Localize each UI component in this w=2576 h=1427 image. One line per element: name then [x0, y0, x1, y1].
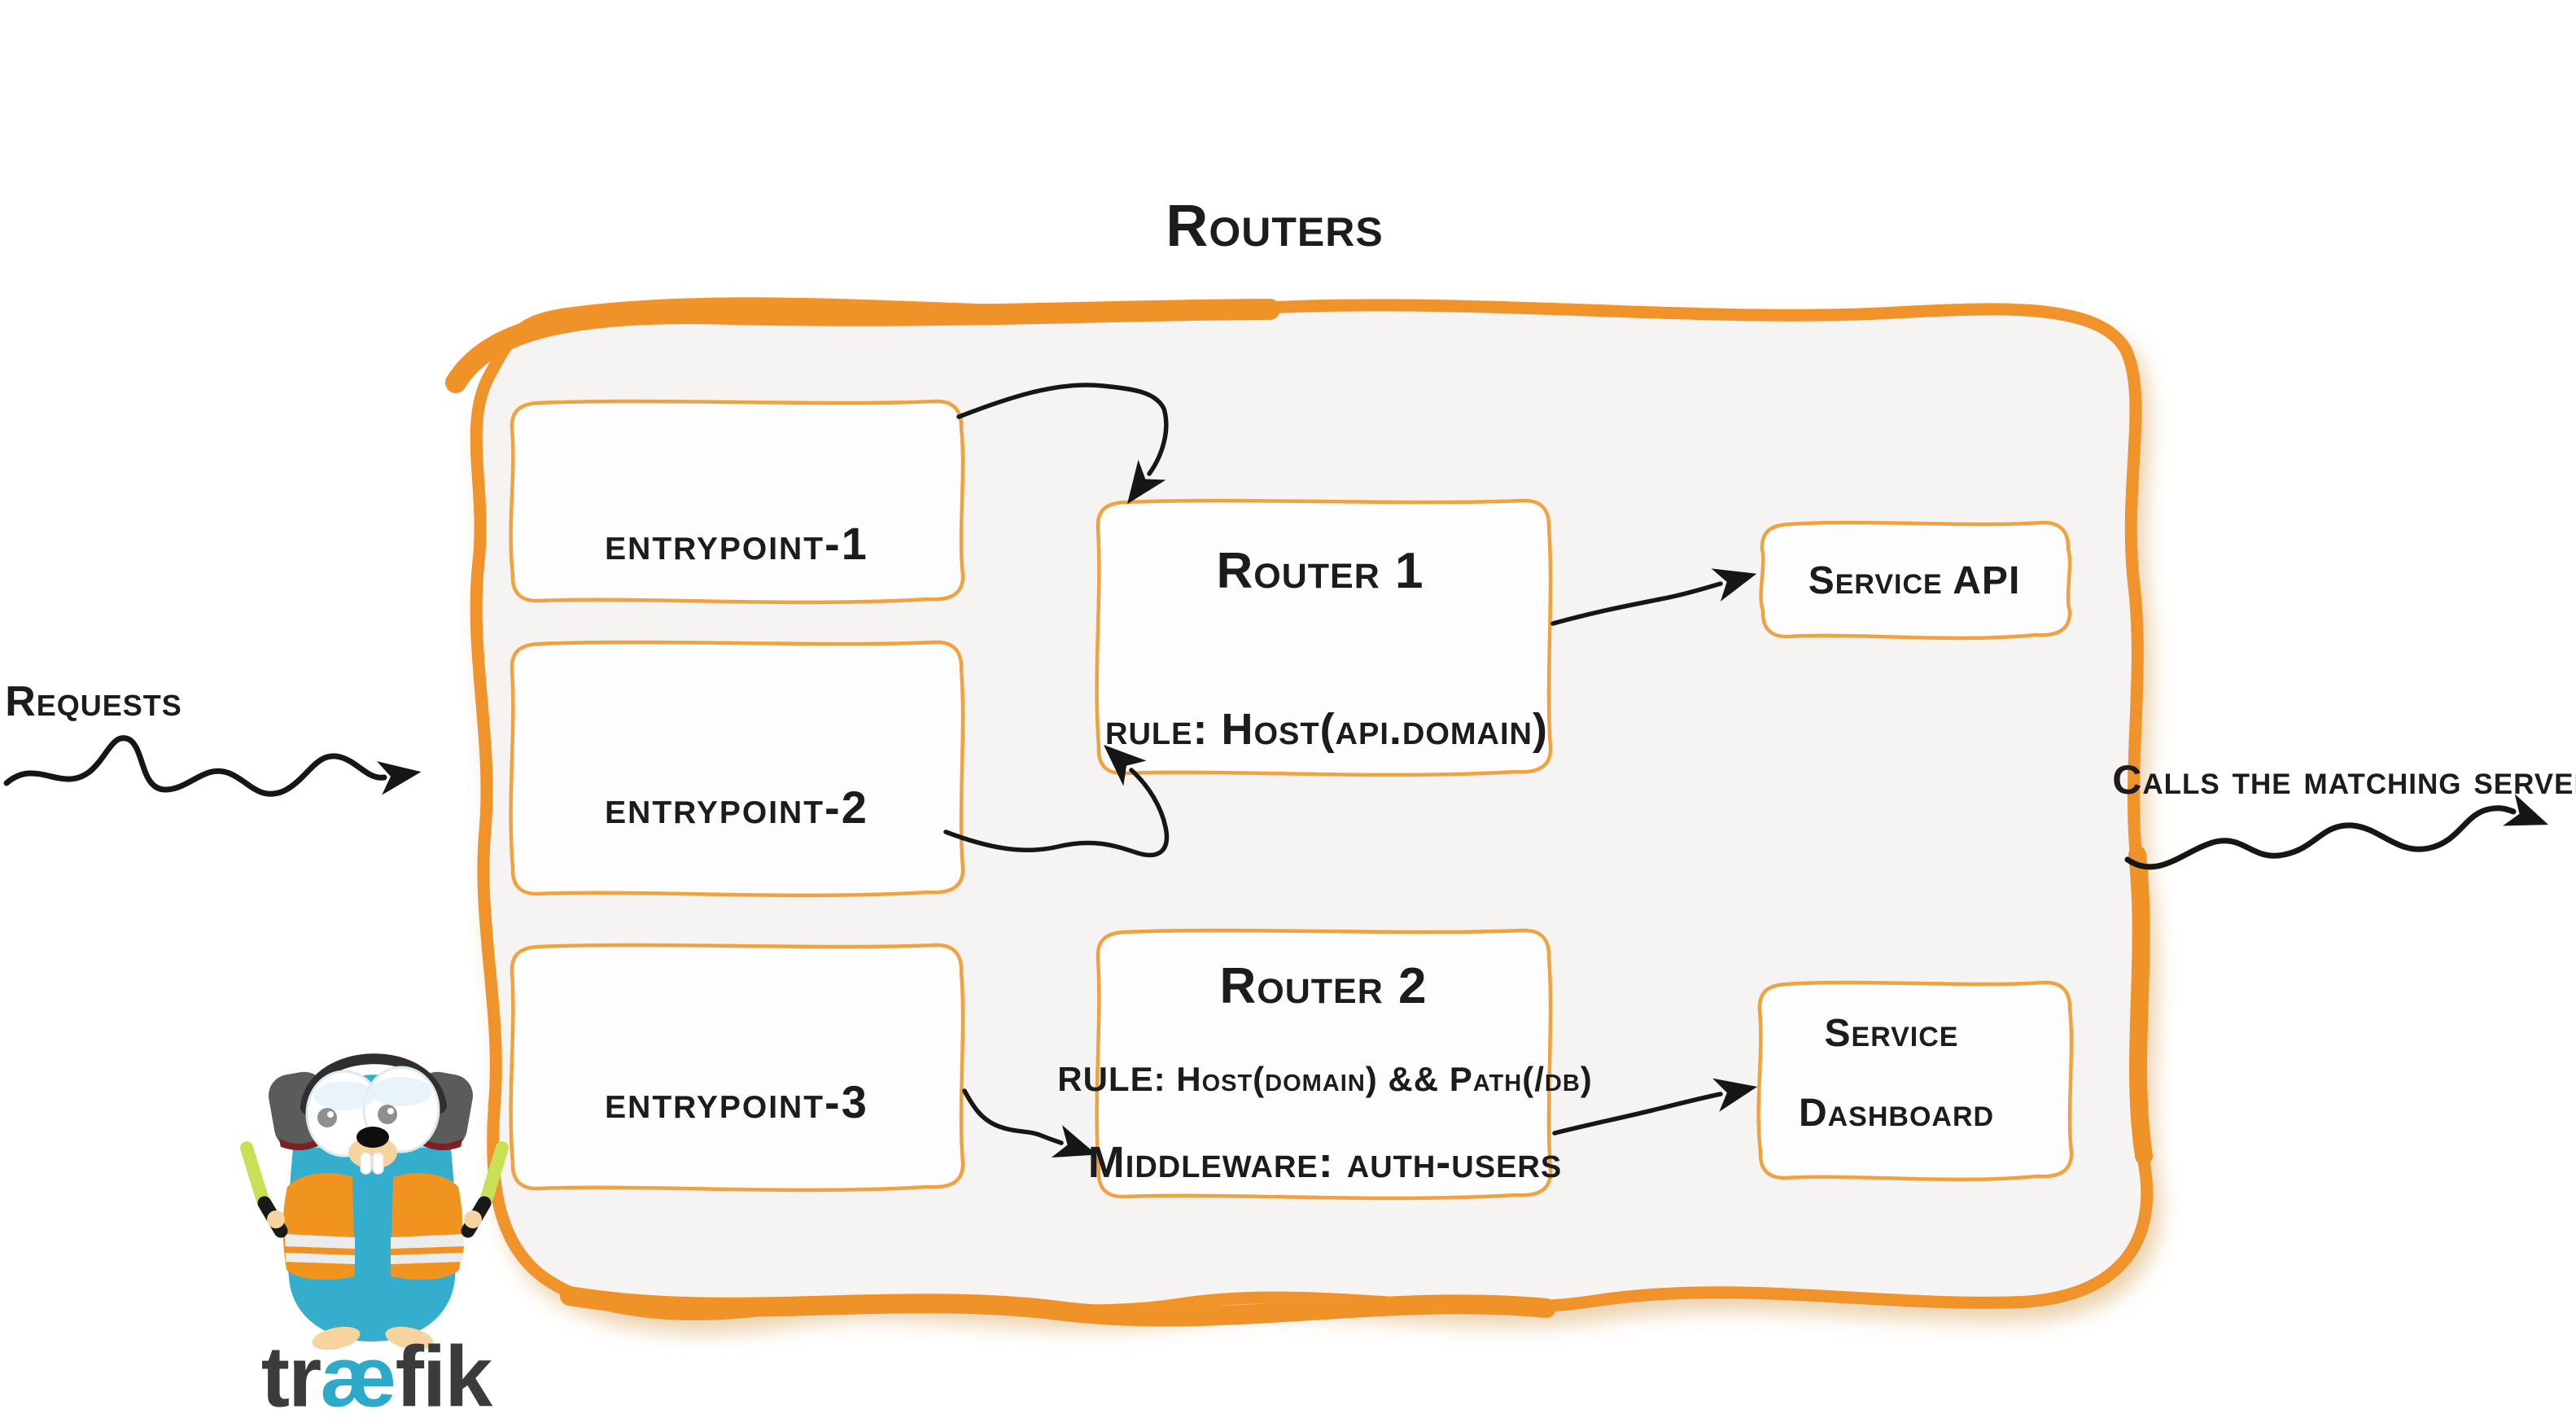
entrypoint-1-box [509, 399, 965, 605]
wordmark-part-1: tr [260, 1329, 322, 1425]
wordmark-part-2: fik [395, 1329, 493, 1425]
entrypoint-2-label: entrypoint-2 [605, 781, 868, 833]
arrow-entrypoint1-to-router1-icon [956, 383, 1169, 505]
traefik-wordmark: træfik [260, 1329, 493, 1427]
entrypoint-3-label: entrypoint-3 [605, 1076, 868, 1127]
service-api-box [1759, 520, 2072, 641]
router-2-middleware: Middleware: auth-users [1087, 1138, 1563, 1187]
arrow-entrypoint3-to-router2-icon [962, 1088, 1097, 1158]
wordmark-ae: æ [320, 1329, 396, 1425]
router-2-box [1095, 928, 1553, 1201]
arrow-router1-to-service-api-icon [1550, 568, 1757, 626]
entrypoint-1-label: entrypoint-1 [605, 518, 868, 569]
entrypoint-2-box [509, 640, 965, 898]
requests-label: Requests [5, 678, 182, 725]
service-dashboard-box [1756, 980, 2074, 1182]
diagram-title: Routers [1166, 194, 1384, 259]
router-2-rule: RULE: Host(domain) && Path(/db) [1057, 1060, 1593, 1098]
service-api-label: Service API [1808, 559, 2021, 602]
service-dashboard-label-line2: Dashboard [1798, 1092, 1995, 1135]
entrypoint-3-box [509, 943, 965, 1193]
router-1-box [1095, 498, 1553, 777]
router-1-title: Router 1 [1216, 543, 1424, 599]
arrow-entrypoint2-to-router1-icon [943, 745, 1170, 858]
router-2-title: Router 2 [1219, 958, 1428, 1014]
calls-matching-server-label: Calls the matching server [2112, 757, 2576, 803]
traefik-gopher-icon [240, 1053, 509, 1350]
requests-arrow-icon [3, 735, 422, 797]
router-1-rule: rule: Host(api.domain) [1105, 705, 1548, 754]
service-dashboard-label-line1: Service [1824, 1012, 1959, 1055]
arrow-router2-to-service-dashboard-icon [1552, 1078, 1758, 1136]
calls-arrow-icon [2124, 794, 2549, 870]
